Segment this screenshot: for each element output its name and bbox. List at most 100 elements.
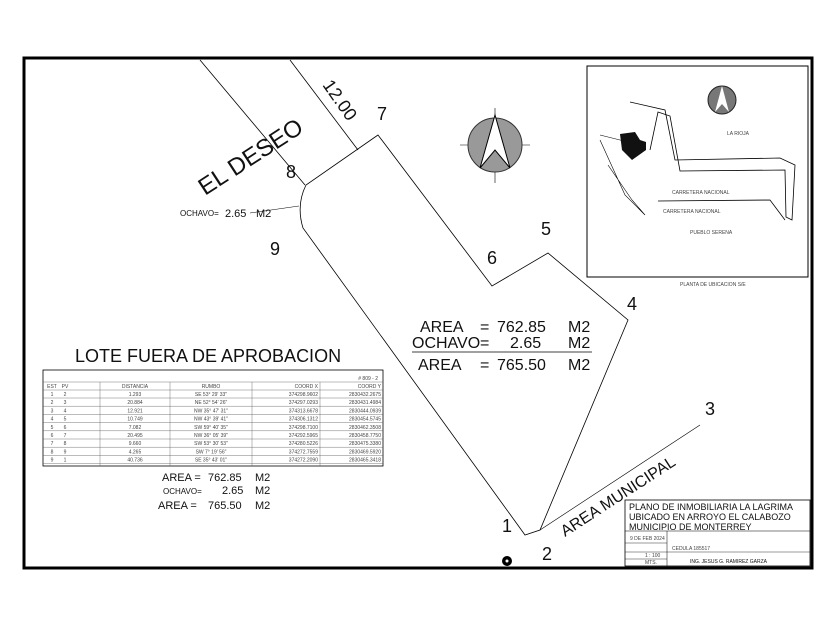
table-header: RUMBO	[202, 384, 221, 390]
svg-text:2.65: 2.65	[510, 335, 541, 352]
location-map: LA RIOJA CARRETERA NACIONAL CARRETERA NA…	[586, 65, 809, 288]
lot-location-marker	[620, 132, 646, 160]
table-cell: 2830475.3380	[349, 441, 381, 447]
table-cell: 3	[51, 408, 54, 414]
table-header: EST	[47, 384, 57, 390]
svg-text:LA RIOJA: LA RIOJA	[727, 131, 750, 137]
table-cell: 374313.6678	[289, 408, 318, 414]
svg-text:PLANTA DE UBICACION S/E: PLANTA DE UBICACION S/E	[680, 282, 746, 288]
area-municipal-line	[539, 424, 701, 531]
table-cell: SW 7° 19' 56"	[196, 449, 227, 455]
svg-text:765.50: 765.50	[497, 357, 546, 374]
table-cell: 40.736	[127, 458, 143, 464]
table-cell: 7.082	[129, 425, 142, 431]
table-cell: 1	[64, 458, 67, 464]
table-cell: 3	[64, 400, 67, 406]
table-cell: 6	[64, 425, 67, 431]
svg-text:AREA: AREA	[418, 357, 462, 374]
svg-text:M2: M2	[568, 319, 590, 336]
svg-text:=: =	[480, 319, 489, 336]
svg-text:CARRETERA NACIONAL: CARRETERA NACIONAL	[672, 190, 730, 196]
svg-text:MTS.: MTS.	[645, 560, 657, 566]
svg-text:OCHAVO: OCHAVO	[412, 335, 480, 352]
table-cell: NW 36° 05' 39"	[194, 433, 228, 439]
vertex-2: 2	[542, 544, 552, 564]
drawing-border	[22, 56, 814, 570]
svg-text:2.65: 2.65	[222, 485, 243, 497]
table-cell: 2	[64, 392, 67, 398]
table-cell: 9	[64, 449, 67, 455]
table-cell: 374298.7100	[289, 425, 318, 431]
table-cell: NW 35° 47' 31"	[194, 408, 228, 414]
table-cell: 374297.0293	[289, 400, 318, 406]
center-area-block: AREA = 762.85 M2 OCHAVO = 2.65 M2 AREA =…	[412, 319, 592, 374]
table-header: COORD Y	[358, 384, 382, 390]
table-cell: 20.495	[127, 433, 143, 439]
north-arrow-icon	[460, 108, 530, 183]
vertex-7: 7	[377, 104, 387, 124]
vertex-4: 4	[627, 294, 637, 314]
svg-text:M2: M2	[255, 472, 270, 484]
table-cell: 2830469.5920	[349, 449, 381, 455]
table-cell: 374298.9602	[289, 392, 318, 398]
table-cell: 374272.2090	[289, 458, 318, 464]
table-header: PV	[62, 384, 69, 390]
table-cell: 4	[64, 408, 67, 414]
svg-text:AREA =: AREA =	[158, 500, 197, 512]
table-cell: NW 43° 39' 41"	[194, 417, 228, 423]
table-cell: 2830458.7750	[349, 433, 381, 439]
svg-text:ING. JESUS G. RAMIREZ GARZA: ING. JESUS G. RAMIREZ GARZA	[690, 559, 768, 565]
table-ref: # 809 - 2	[358, 376, 378, 382]
table-cell: 5	[51, 425, 54, 431]
summary-block: AREA = 762.85 M2 OCHAVO= 2.65 M2 AREA = …	[158, 472, 270, 512]
svg-text:M2: M2	[568, 357, 590, 374]
table-cell: 2830462.3508	[349, 425, 381, 431]
table-cell: 1.293	[129, 392, 142, 398]
vertex-6: 6	[487, 248, 497, 268]
street-width: 12.00	[319, 76, 361, 124]
vertex-9: 9	[270, 239, 280, 259]
table-cell: 2	[51, 400, 54, 406]
vertex-5: 5	[541, 219, 551, 239]
ochavo-label: OCHAVO=	[180, 209, 219, 218]
table-cell: 374280.5226	[289, 441, 318, 447]
table-title: LOTE FUERA DE APROBACION	[75, 346, 341, 366]
table-cell: 1	[51, 392, 54, 398]
table-cell: 374306.1312	[289, 417, 318, 423]
svg-text:1 : 100: 1 : 100	[645, 553, 661, 559]
svg-text:PUEBLO SERENA: PUEBLO SERENA	[690, 230, 733, 236]
table-cell: 374272.7559	[289, 449, 318, 455]
table-cell: SE 53° 29' 33"	[195, 392, 227, 398]
table-header: COORD X	[295, 384, 319, 390]
table-cell: 10.749	[127, 417, 143, 423]
table-cell: 5	[64, 417, 67, 423]
table-cell: 2830465.3418	[349, 458, 381, 464]
table-cell: 20.884	[127, 400, 143, 406]
table-cell: 7	[51, 441, 54, 447]
table-cell: 7	[64, 433, 67, 439]
svg-text:MUNICIPIO DE MONTERREY: MUNICIPIO DE MONTERREY	[629, 522, 752, 532]
svg-text:AREA =: AREA =	[162, 472, 201, 484]
table-header: DISTANCIA	[122, 384, 149, 390]
table-cell: 12.921	[127, 408, 143, 414]
table-cell: 374292.5965	[289, 433, 318, 439]
svg-text:=: =	[480, 335, 489, 352]
table-cell: 8	[64, 441, 67, 447]
svg-text:9 DE FEB 2024: 9 DE FEB 2024	[630, 536, 665, 542]
table-cell: 2830444.0939	[349, 408, 381, 414]
title-block: PLANO DE INMOBILIARIA LA LAGRIMA UBICADO…	[624, 499, 811, 567]
coordinates-table	[42, 369, 384, 467]
street-name: EL DESEO	[194, 113, 309, 201]
svg-text:762.85: 762.85	[497, 319, 546, 336]
street-line	[289, 59, 359, 151]
table-cell: SE 35° 43' 01"	[195, 458, 227, 464]
ochavo-leader	[249, 205, 300, 214]
table-cell: 4.265	[129, 449, 142, 455]
ochavo-unit: M2	[256, 208, 271, 220]
svg-text:CARRETERA NACIONAL: CARRETERA NACIONAL	[663, 209, 721, 215]
table-cell: 9.660	[129, 441, 142, 447]
svg-text:CEDULA 185517: CEDULA 185517	[672, 546, 710, 552]
table-cell: 9	[51, 458, 54, 464]
svg-text:AREA: AREA	[420, 319, 464, 336]
svg-text:M2: M2	[255, 500, 270, 512]
